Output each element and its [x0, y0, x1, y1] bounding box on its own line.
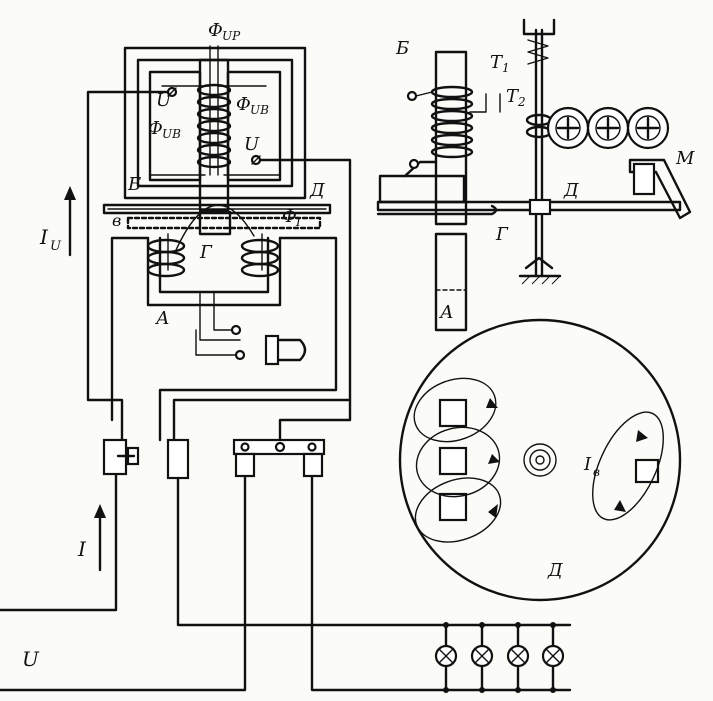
- phi-up-sub: UP: [222, 29, 241, 43]
- current-magnet: [146, 204, 307, 366]
- t1-sub: 1: [502, 61, 510, 75]
- voltage-coil: [196, 83, 232, 169]
- current-terminal-block: [102, 438, 326, 480]
- b-left-label: Б: [127, 174, 141, 195]
- t1-label: T: [490, 52, 504, 73]
- i-label: I: [77, 537, 87, 561]
- u-top-label: U: [156, 90, 172, 111]
- a-right-label: А: [438, 302, 454, 323]
- u-mid-label: U: [244, 134, 260, 155]
- g-left-label: Г: [199, 242, 213, 263]
- phi-ub-right-label: Φ: [236, 94, 251, 115]
- lamp-load: [434, 622, 565, 693]
- a-left-label: А: [154, 308, 170, 329]
- ib-label: I: [583, 454, 592, 475]
- iu-label: I: [39, 225, 49, 249]
- iu-sub: U: [50, 239, 62, 254]
- disk-plan-view: [398, 318, 682, 602]
- phi-ub-left-sub: UB: [162, 127, 181, 141]
- t2-sub: 2: [517, 95, 526, 109]
- t2-label: T: [506, 86, 520, 107]
- m-label: М: [675, 148, 695, 169]
- b-right-label: Б: [395, 38, 409, 59]
- lamp-icon: [506, 644, 530, 668]
- voltage-terminals: [166, 86, 262, 166]
- phi-i-sub: I: [295, 215, 301, 229]
- v-label: в: [112, 211, 121, 230]
- u-bottom-label: U: [22, 647, 40, 671]
- d-disk-label: Д: [547, 560, 563, 581]
- phi-ub-left-label: Φ: [148, 118, 163, 139]
- wiring: [0, 90, 572, 692]
- d-left-label: Д: [309, 180, 325, 201]
- counter-wheel-icon: [626, 106, 670, 150]
- lamp-icon: [541, 644, 565, 668]
- g-right-label: Г: [495, 224, 509, 245]
- d-right-label: Д: [563, 180, 579, 201]
- phi-up-label: Φ: [208, 20, 223, 41]
- counter-wheel-icon: [586, 106, 630, 150]
- current-arrows: [64, 186, 106, 572]
- lamp-icon: [470, 644, 494, 668]
- mechanism-side-view: [376, 18, 692, 332]
- lamp-icon: [434, 644, 458, 668]
- ib-sub: в: [593, 465, 600, 479]
- phi-i-label: Φ: [282, 206, 297, 227]
- phi-ub-right-sub: UB: [250, 103, 269, 117]
- counter-wheel-icon: [546, 106, 590, 150]
